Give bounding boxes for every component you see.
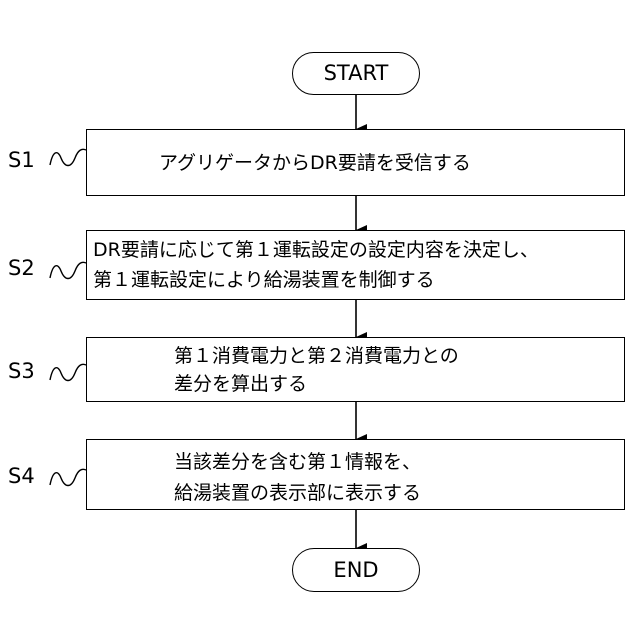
step-text-s3-line1: 第１消費電力と第２消費電力との (174, 343, 459, 370)
step-label-s4: S4 (8, 466, 35, 487)
step-box-s4: 当該差分を含む第１情報を、 給湯装置の表示部に表示する (86, 439, 625, 510)
s2-leader-squiggle (50, 262, 86, 278)
s3-leader-squiggle (50, 364, 86, 380)
step-box-s2: DR要請に応じて第１運転設定の設定内容を決定し、 第１運転設定により給湯装置を制… (86, 230, 625, 300)
step-text-s4-line2: 給湯装置の表示部に表示する (174, 480, 421, 507)
s1-leader-squiggle (50, 149, 86, 165)
end-label: END (333, 560, 378, 581)
step-text-s2-line2: 第１運転設定により給湯装置を制御する (93, 267, 435, 294)
start-terminal: START (292, 52, 420, 95)
step-text-s1-line1: アグリゲータからDR要請を受信する (159, 150, 471, 177)
step-box-s1: アグリゲータからDR要請を受信する (86, 129, 625, 196)
end-terminal: END (292, 548, 420, 592)
s4-leader-squiggle (50, 469, 86, 485)
step-box-s3: 第１消費電力と第２消費電力との 差分を算出する (86, 337, 625, 402)
step-text-s2-line1: DR要請に応じて第１運転設定の設定内容を決定し、 (93, 237, 539, 264)
step-label-s2: S2 (8, 258, 35, 279)
start-label: START (324, 63, 389, 84)
step-label-s3: S3 (8, 361, 35, 382)
step-label-s1: S1 (8, 150, 35, 171)
step-text-s4-line1: 当該差分を含む第１情報を、 (174, 449, 421, 476)
step-text-s3-line2: 差分を算出する (174, 371, 307, 398)
